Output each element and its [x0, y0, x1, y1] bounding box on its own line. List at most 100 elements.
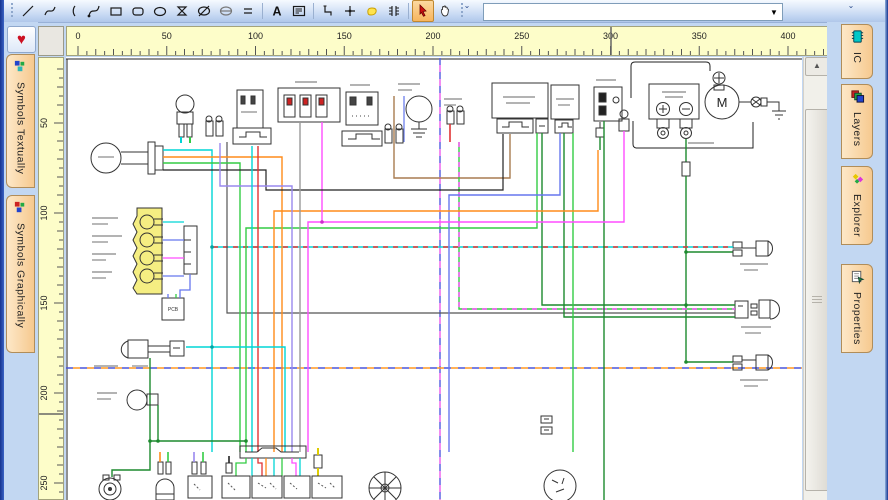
tail-stop-lamp[interactable]	[734, 300, 749, 319]
bottom-bulb[interactable]	[155, 478, 175, 494]
horn[interactable]	[405, 95, 433, 123]
explorer-icon	[850, 171, 865, 191]
tab-ic[interactable]: IC	[841, 24, 873, 79]
bezier-tool[interactable]	[83, 0, 105, 22]
svg-text:250: 250	[514, 31, 529, 41]
slashed-ellipse-tool[interactable]	[193, 0, 215, 22]
polygon-tool[interactable]	[171, 0, 193, 22]
tab-label: Layers	[851, 112, 863, 147]
window-border-left	[0, 0, 4, 500]
switch-box[interactable]	[187, 475, 213, 499]
svg-text:50: 50	[39, 118, 49, 128]
ic-icon	[850, 29, 865, 49]
tab-label: Symbols Textually	[14, 82, 27, 175]
svg-text:250: 250	[39, 475, 49, 490]
svg-text:100: 100	[39, 205, 49, 220]
toolbar-grip[interactable]	[459, 3, 464, 19]
toolbar-overflow-right-icon[interactable]: ⌄	[847, 1, 855, 10]
battery[interactable]	[648, 83, 700, 120]
text-tool[interactable]: A	[266, 0, 288, 22]
select-tool[interactable]	[412, 0, 434, 22]
svg-text:200: 200	[425, 31, 440, 41]
tab-label: Symbols Graphically	[14, 223, 27, 329]
arc-tool[interactable]	[61, 0, 83, 22]
scrollbar-thumb[interactable]	[805, 109, 829, 491]
pilot-box[interactable]	[277, 87, 341, 123]
ignition-coil[interactable]	[619, 109, 629, 119]
properties-icon	[850, 269, 865, 289]
handlebar-switches[interactable]	[221, 475, 251, 499]
svg-text:0: 0	[75, 31, 80, 41]
headlight[interactable]	[127, 339, 149, 359]
textbox-tool[interactable]	[288, 0, 310, 22]
horn-bottom[interactable]	[98, 477, 122, 500]
diagram-canvas[interactable]: M PCB	[66, 57, 802, 500]
winker-relay[interactable]	[550, 84, 580, 120]
toolbar-overflow-icon[interactable]: ⌄	[463, 1, 471, 10]
alternator[interactable]	[543, 469, 577, 500]
tab-properties[interactable]: Properties	[841, 264, 873, 353]
svg-text:400: 400	[780, 31, 795, 41]
window-border-right	[885, 0, 888, 500]
ellipse-tool[interactable]	[149, 0, 171, 22]
wire-bicolor-green-magenta[interactable]	[458, 142, 735, 310]
tab-explorer[interactable]: Explorer	[841, 166, 873, 245]
curve-tool[interactable]	[39, 0, 61, 22]
connector-tool[interactable]	[317, 0, 339, 22]
svg-text:100: 100	[248, 31, 263, 41]
svg-text:150: 150	[337, 31, 352, 41]
symbols-graphic-icon	[13, 200, 28, 220]
relay-terminal[interactable]	[712, 71, 726, 85]
rect-tool[interactable]	[105, 0, 127, 22]
meter[interactable]	[90, 142, 122, 174]
pan-tool[interactable]	[434, 0, 456, 22]
tab-symbols-textually[interactable]: Symbols Textually	[6, 54, 35, 188]
toolbar-separator	[262, 3, 263, 19]
front-winker-lamp[interactable]	[732, 241, 743, 249]
scrollbar-grip-icon	[812, 296, 822, 304]
highlight-tool[interactable]	[361, 0, 383, 22]
heart-icon: ♥	[17, 31, 26, 48]
wire-brown[interactable]	[393, 96, 511, 179]
svg-text:200: 200	[39, 385, 49, 400]
svg-text:M: M	[717, 95, 728, 110]
vertical-scrollbar[interactable]: ▲	[803, 57, 829, 500]
junction-tool[interactable]	[339, 0, 361, 22]
symbols-text-icon	[13, 59, 28, 79]
line-tool[interactable]	[17, 0, 39, 22]
toolbar-separator	[408, 3, 409, 19]
switch-block[interactable]	[345, 91, 379, 126]
rectifier[interactable]	[491, 82, 549, 119]
double-line-tool[interactable]	[237, 0, 259, 22]
position-light[interactable]	[126, 389, 148, 411]
tab-label: Properties	[851, 292, 863, 345]
pcb-box[interactable]	[161, 297, 185, 321]
ruler-corner	[38, 26, 64, 56]
svg-text:PCB: PCB	[168, 307, 179, 313]
svg-text:150: 150	[39, 295, 49, 310]
toolbar-separator	[313, 3, 314, 19]
svg-text:A: A	[272, 5, 281, 19]
tab-symbols-graphically[interactable]: Symbols Graphically	[6, 195, 35, 353]
starter-switch[interactable]	[593, 86, 623, 122]
horizontal-ruler: 050100150200250300350400	[66, 26, 838, 56]
toolbar-grip[interactable]	[9, 3, 14, 19]
rear-winker-lamp[interactable]	[732, 355, 743, 363]
scroll-up-button[interactable]: ▲	[805, 57, 829, 76]
vertical-ruler: 50 100 150 200 250	[38, 57, 64, 500]
diagram-viewport[interactable]: M PCB	[66, 57, 802, 500]
slashed-ellipse2-tool[interactable]	[215, 0, 237, 22]
bulb[interactable]	[175, 94, 195, 114]
tab-label: IC	[851, 52, 863, 64]
tab-layers[interactable]: Layers	[841, 84, 873, 159]
symbol-combobox[interactable]: ▼	[483, 3, 783, 21]
fuse[interactable]	[446, 110, 455, 125]
favorites-button[interactable]: ♥	[7, 26, 36, 53]
chevron-down-icon[interactable]: ▼	[770, 7, 778, 17]
rounded-rect-tool[interactable]	[127, 0, 149, 22]
svg-text:350: 350	[692, 31, 707, 41]
layers-icon	[850, 89, 865, 109]
harness-connector[interactable]	[239, 445, 307, 459]
hatch-tool[interactable]	[383, 0, 405, 22]
